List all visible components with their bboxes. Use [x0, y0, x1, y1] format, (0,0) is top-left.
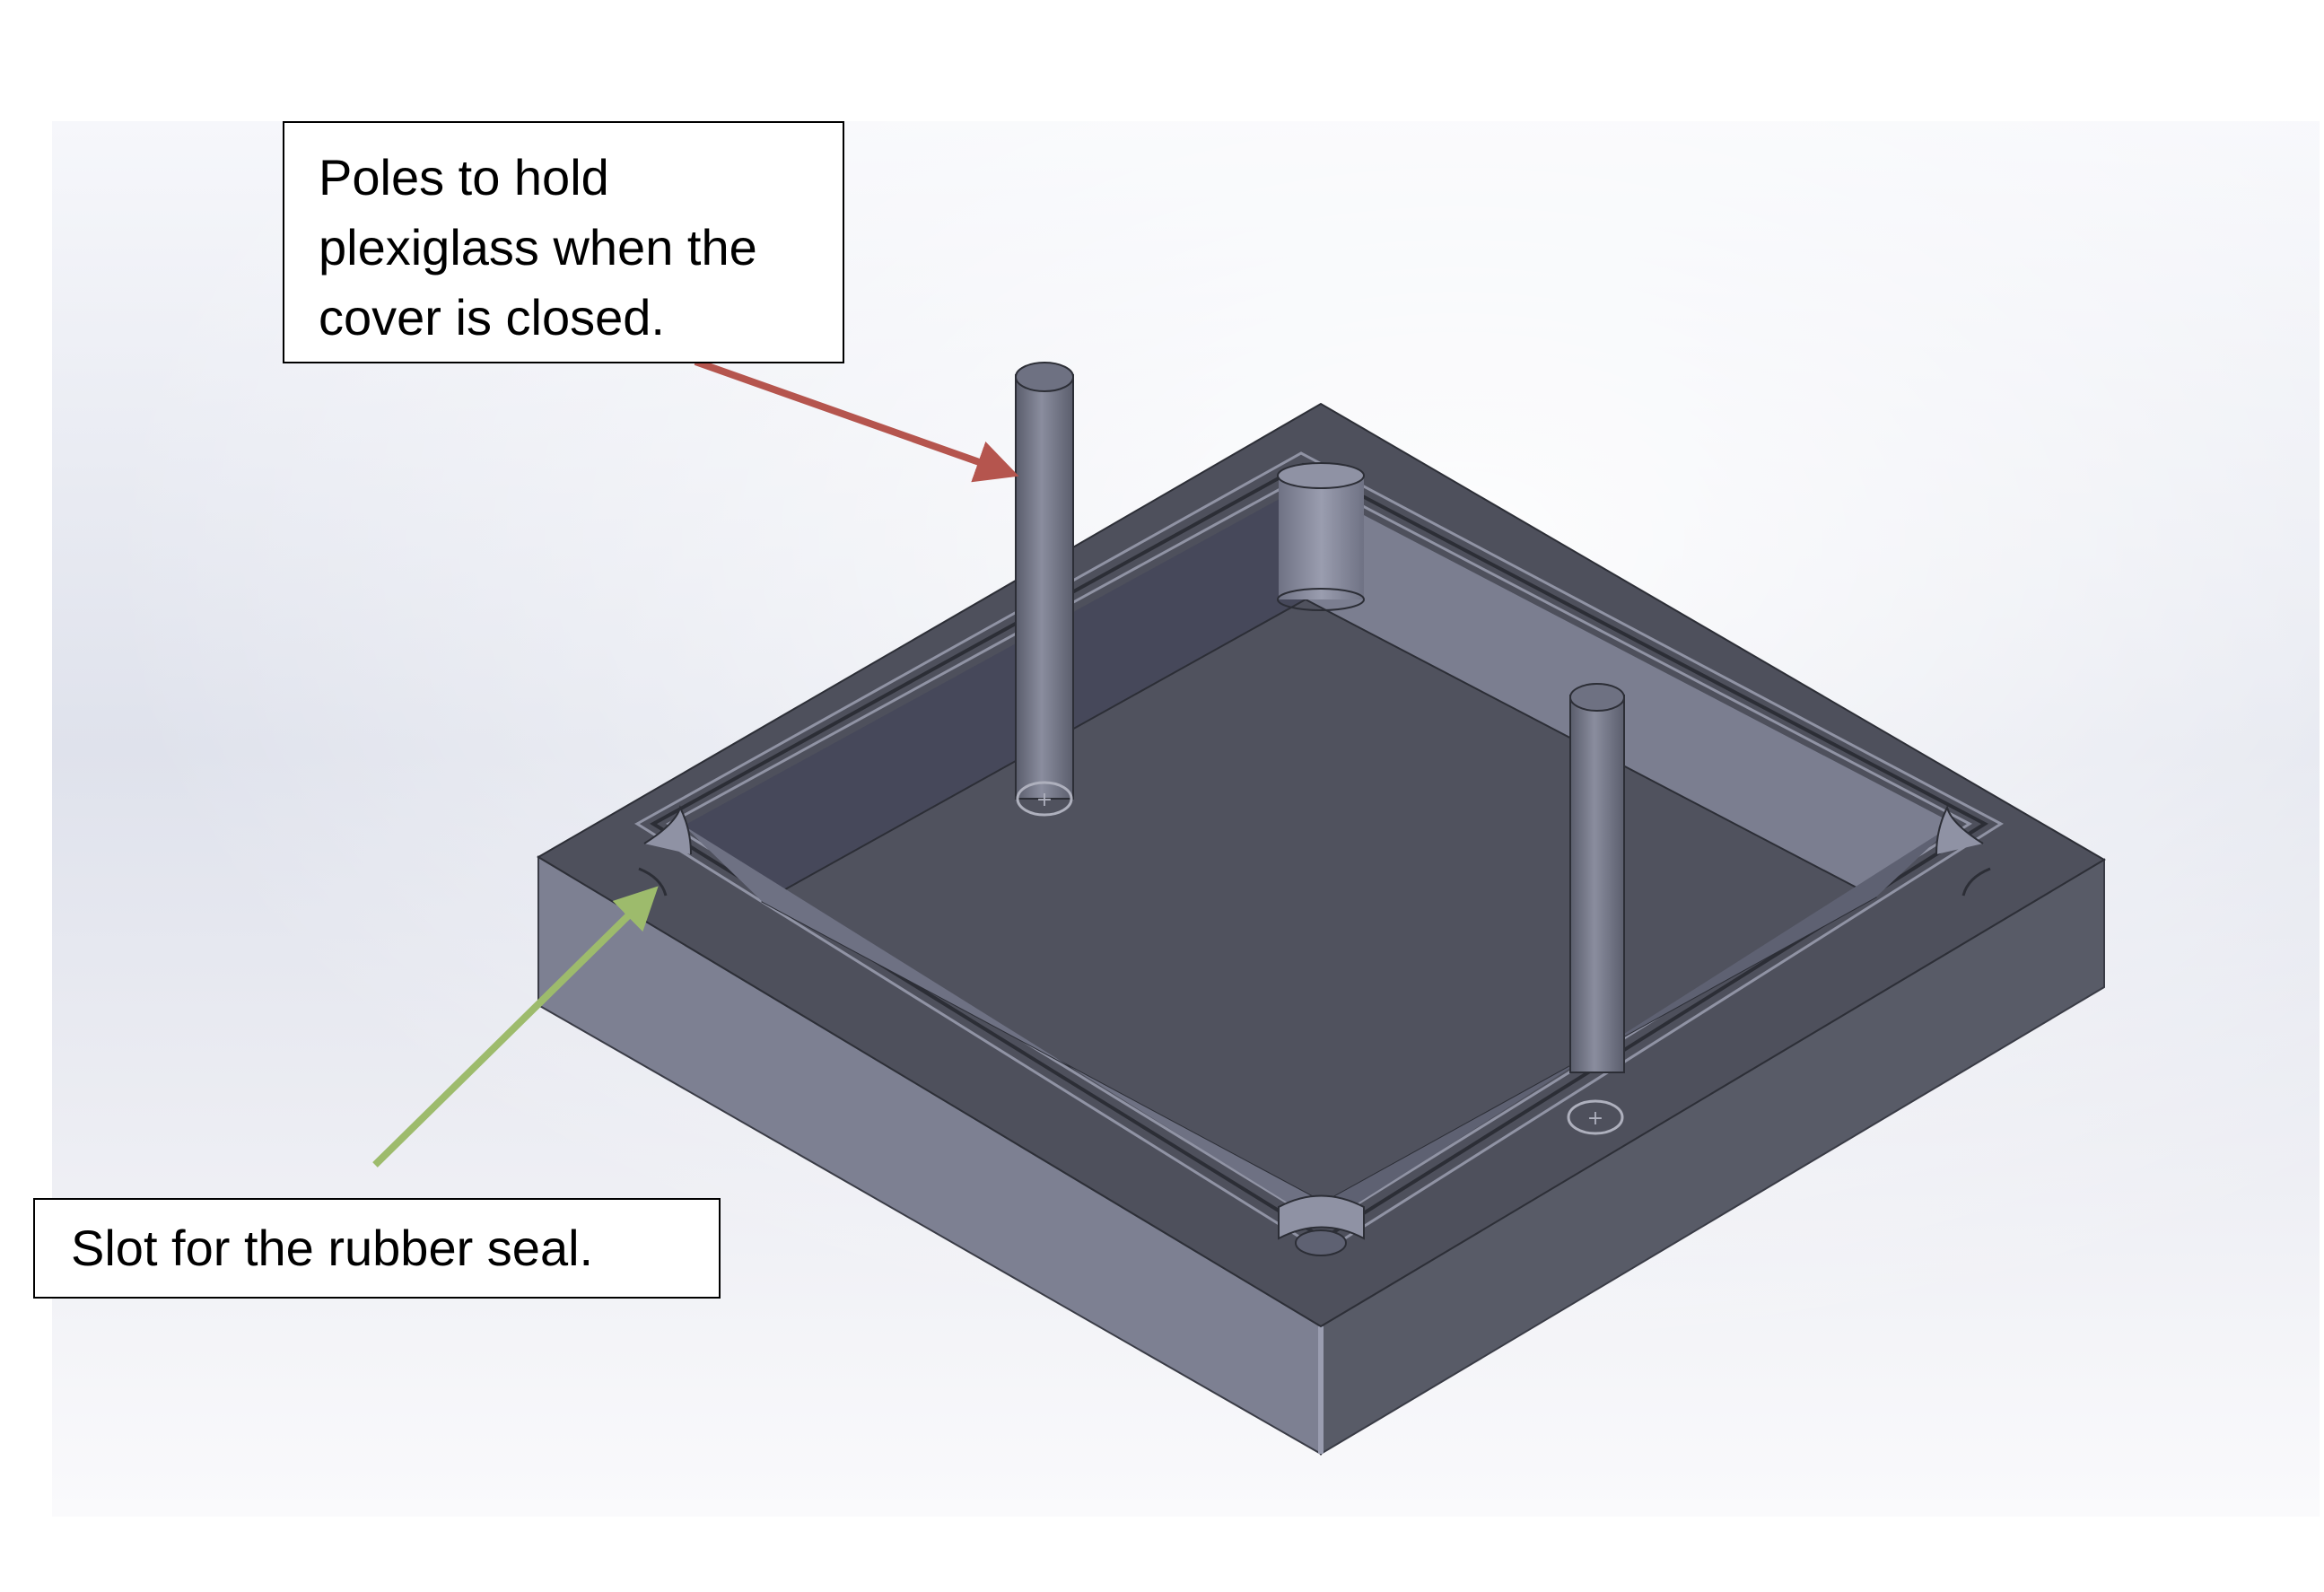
pole-left [1015, 374, 1074, 800]
seal-groove-mid [650, 462, 1989, 1241]
corner-notch-right-lower [1961, 867, 1991, 897]
pole-right-base-marker [1567, 1099, 1624, 1135]
cavity-back-left-wall [684, 485, 1306, 902]
corner-notch-left [643, 805, 692, 855]
slot-callout: Slot for the rubber seal. [33, 1198, 721, 1299]
pole-right [1569, 695, 1625, 1073]
seal-groove-inner [666, 474, 1973, 1227]
cavity-front-right-ledge [1324, 824, 1954, 1225]
pole-left-base-marker [1016, 781, 1073, 817]
corner-notch-right [1935, 805, 1984, 855]
seal-groove-outer [634, 451, 2004, 1254]
slot-arrow [372, 886, 659, 1168]
poles-callout: Poles to hold plexiglass when the cover … [283, 121, 844, 363]
slot-callout-text: Slot for the rubber seal. [71, 1220, 594, 1276]
corner-recess-back-bottom [1277, 588, 1365, 611]
pole-left-top [1015, 362, 1074, 392]
corner-recess-back [1279, 474, 1364, 599]
poles-callout-text: Poles to hold plexiglass when the cover … [319, 149, 757, 346]
corner-notch-left-lower [638, 867, 668, 897]
poles-arrow [694, 358, 1019, 483]
corner-recess-front [1278, 1194, 1365, 1240]
corner-recess-back-top [1277, 462, 1365, 489]
cavity-front-left-ledge [684, 826, 1324, 1225]
pole-left-base-plus: + [1036, 789, 1053, 811]
pole-right-base-plus: + [1587, 1107, 1603, 1130]
cavity-back-right-wall [1306, 485, 1954, 897]
pole-right-top [1569, 683, 1625, 712]
corner-recess-front-hole [1295, 1229, 1347, 1256]
